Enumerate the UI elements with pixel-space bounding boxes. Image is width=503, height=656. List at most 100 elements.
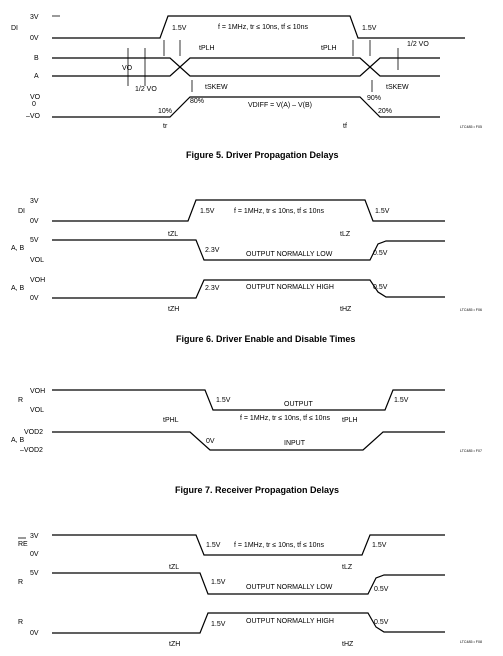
figure-caption: Figure 6. Driver Enable and Disable Time… [176, 334, 355, 344]
v1-5b-label: 1.5V [211, 621, 226, 628]
tskew-right-label: tSKEW [386, 84, 409, 91]
figure-8: 3V 0V RE 1.5V 1.5V f = 1MHz, tr ≤ 10ns, … [18, 533, 482, 648]
v1-5-right-label: 1.5V [375, 208, 390, 215]
figure-6: 3V 0V DI 1.5V 1.5V f = 1MHz, tr ≤ 10ns, … [11, 198, 482, 344]
output-low-waveform [52, 239, 445, 261]
a-waveform [52, 57, 440, 77]
figure-caption: Figure 7. Receiver Propagation Delays [175, 485, 339, 495]
tplh-label: tPLH [199, 45, 215, 52]
thz-label: tHZ [342, 641, 354, 648]
v0-5a-label: 0.5V [373, 250, 388, 257]
ab-signal-label-2: A, B [11, 285, 25, 292]
vo-neg-label: –VO [26, 113, 41, 120]
v2-3a-label: 2.3V [205, 247, 220, 254]
vdiff-waveform [52, 96, 440, 118]
v0-5b-label: 0.5V [373, 284, 388, 291]
tphl-label: tPLH [321, 45, 337, 52]
tskew-left-label: tSKEW [205, 84, 228, 91]
vod2-neg-label: –VOD2 [20, 447, 43, 454]
v1-5-left-label: 1.5V [200, 208, 215, 215]
output-low-label: OUTPUT NORMALLY LOW [246, 584, 333, 591]
v1-5-right-label: 1.5V [372, 542, 387, 549]
figure-code: LTC485 • F05 [460, 125, 482, 129]
figure-5: 3V 0V DI 1.5V 1.5V f = 1MHz, tr ≤ 10ns, … [11, 14, 482, 160]
tphl-label: tPHL [163, 417, 179, 424]
re-signal-label: RE [18, 541, 28, 548]
vo-label: VO [122, 65, 133, 72]
v5-label: 5V [30, 237, 39, 244]
figure-code: LTC485 • F07 [460, 449, 482, 453]
ab-signal-label-1: A, B [11, 245, 25, 252]
re-waveform [52, 534, 445, 556]
r-waveform [52, 389, 445, 411]
figure-caption: Figure 5. Driver Propagation Delays [186, 150, 339, 160]
re-3v-label: 3V [30, 533, 39, 540]
output-high-waveform [52, 612, 445, 634]
v2-3b-label: 2.3V [205, 285, 220, 292]
p10-label: 10% [158, 108, 172, 115]
tlz-label: tLZ [340, 231, 351, 238]
output-low-waveform [52, 572, 445, 595]
r-signal-label: R [18, 397, 23, 404]
half-vo-left-label: 1/2 VO [135, 86, 157, 93]
tlz-label: tLZ [342, 564, 353, 571]
tzl-label: tZL [169, 564, 179, 571]
figure-code: LTC485 • F06 [460, 308, 482, 312]
output-label: OUTPUT [284, 401, 314, 408]
vo-pos-label: VO [30, 94, 41, 101]
r-signal-label-1: R [18, 579, 23, 586]
v5-label: 5V [30, 570, 39, 577]
tr-label: tr [163, 123, 168, 130]
b-waveform [52, 57, 440, 77]
v1-5a-label: 1.5V [211, 579, 226, 586]
b-signal-label: B [34, 55, 39, 62]
vdiff-label: VDIFF = V(A) – V(B) [248, 102, 312, 109]
tzh-label: tZH [168, 306, 179, 313]
ab-signal-label: A, B [11, 437, 25, 444]
tplh-label: tPLH [342, 417, 358, 424]
v0-5b-label: 0.5V [374, 619, 389, 626]
figure-7: VOH VOL R 1.5V 1.5V OUTPUT f = 1MHz, tr … [11, 388, 482, 495]
conditions-text: f = 1MHz, tr ≤ 10ns, tf ≤ 10ns [240, 415, 330, 422]
v1-5-left-label: 1.5V [206, 542, 221, 549]
p90-label: 90% [367, 95, 381, 102]
output-low-label: OUTPUT NORMALLY LOW [246, 251, 333, 258]
vol-label: VOL [30, 257, 44, 264]
v1-5-left-label: 1.5V [216, 397, 231, 404]
di-signal-label: DI [18, 208, 25, 215]
re-0v-label: 0V [30, 551, 39, 558]
conditions-text: f = 1MHz, tr ≤ 10ns, tf ≤ 10ns [234, 542, 324, 549]
input-label: INPUT [284, 440, 306, 447]
di-3v-label: 3V [30, 198, 39, 205]
v0-5a-label: 0.5V [374, 586, 389, 593]
figure-code: LTC485 • F08 [460, 640, 482, 644]
di-waveform [52, 15, 465, 39]
input-waveform [52, 431, 445, 451]
di-signal-label: DI [11, 25, 18, 32]
p20-label: 20% [378, 108, 392, 115]
di-0v-label: 0V [30, 35, 39, 42]
v1-5-right-label: 1.5V [362, 25, 377, 32]
v0-label: 0V [206, 438, 215, 445]
a-signal-label: A [34, 73, 39, 80]
v1-5-left-label: 1.5V [172, 25, 187, 32]
conditions-text: f = 1MHz, tr ≤ 10ns, tf ≤ 10ns [218, 24, 308, 31]
voh-label: VOH [30, 277, 45, 284]
output-high-waveform [52, 279, 445, 299]
thz-label: tHZ [340, 306, 352, 313]
v1-5-right-label: 1.5V [394, 397, 409, 404]
di-3v-label: 3V [30, 14, 39, 21]
v0b-label: 0V [30, 295, 39, 302]
vod2-label: VOD2 [24, 429, 43, 436]
v0b-label: 0V [30, 630, 39, 637]
tf-label: tf [343, 123, 347, 130]
p80-label: 80% [190, 98, 204, 105]
conditions-text: f = 1MHz, tr ≤ 10ns, tf ≤ 10ns [234, 208, 324, 215]
di-waveform [52, 199, 445, 222]
output-high-label: OUTPUT NORMALLY HIGH [246, 284, 334, 291]
r-signal-label-2: R [18, 619, 23, 626]
voh-label: VOH [30, 388, 45, 395]
vol-label: VOL [30, 407, 44, 414]
di-0v-label: 0V [30, 218, 39, 225]
